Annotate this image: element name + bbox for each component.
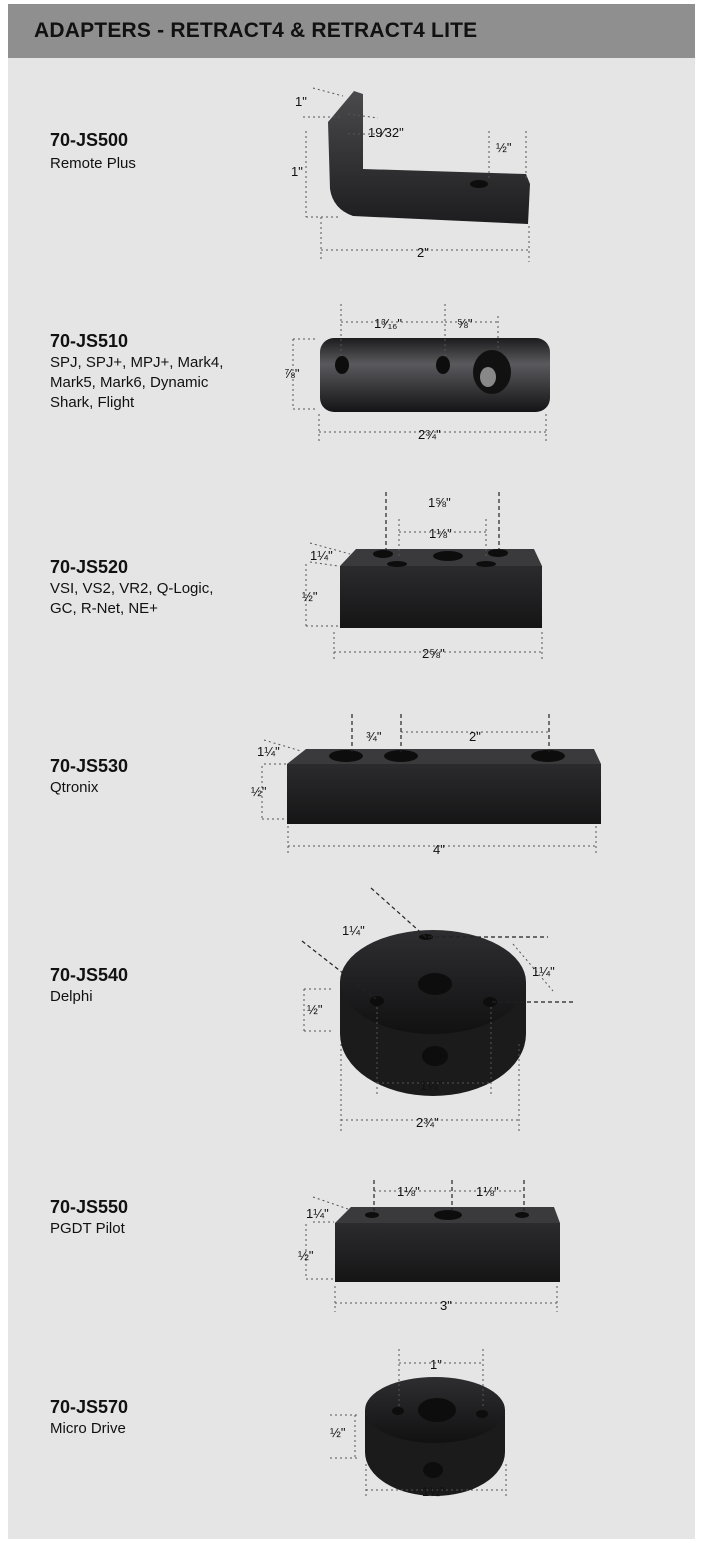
- part-number: 70-JS530: [50, 756, 129, 776]
- adapter-drawing-js550: 1⅛" 1⅛" 1¼" ½" 3": [298, 1180, 560, 1313]
- dimension-label: 19⁄32": [368, 125, 404, 140]
- part-number: 70-JS500: [50, 130, 129, 150]
- part-number: 70-JS510: [50, 331, 129, 351]
- adapter-drawing-js520: 1⅝" 1⅛" 1¼" ½" 2⅝": [302, 492, 543, 661]
- part-number: 70-JS570: [50, 1397, 129, 1417]
- part-number: 70-JS550: [50, 1197, 129, 1217]
- dimension-label: 1¼": [532, 964, 555, 979]
- part-description: Qtronix: [50, 779, 99, 796]
- dimension-label: 1⅛": [397, 1184, 420, 1199]
- part-description: Remote Plus: [50, 155, 136, 172]
- dimension-label: 1¼": [306, 1206, 329, 1221]
- dimension-label: 2⅝": [422, 646, 445, 661]
- dimension-label: ½": [330, 1425, 346, 1440]
- dimension-label: 1¼": [257, 744, 280, 759]
- dimension-label: 1⅝": [428, 495, 451, 510]
- block-shape: [287, 764, 601, 824]
- block-shape: [340, 566, 542, 628]
- adapters-panel: ADAPTERS - RETRACT4 & RETRACT4 LITE 70-J…: [8, 4, 695, 1539]
- bracket-shape: [328, 91, 530, 224]
- dimension-label: ¾": [366, 729, 382, 744]
- dimension-label: 2¾": [416, 1115, 439, 1130]
- dimension-label: 2¾": [418, 427, 441, 442]
- dimension-label: ½": [307, 1002, 323, 1017]
- dimension-label: 1⅛": [429, 526, 452, 541]
- part-number: 70-JS520: [50, 557, 129, 577]
- adapter-drawing-js540: 1¼" 1¼" ½" 1¼" 2¾": [301, 887, 574, 1132]
- part-description: GC, R-Net, NE+: [50, 600, 158, 617]
- part-number: 70-JS540: [50, 965, 129, 985]
- dimension-label: 1½": [422, 1484, 445, 1499]
- dimension-label: ½": [302, 589, 318, 604]
- dimension-label: 1³⁄₁₆": [374, 316, 402, 331]
- page-title: ADAPTERS - RETRACT4 & RETRACT4 LITE: [34, 19, 478, 42]
- dimension-label: ½": [496, 140, 512, 155]
- part-description: VSI, VS2, VR2, Q-Logic,: [50, 580, 214, 597]
- dimension-label: 1¼": [420, 1078, 443, 1093]
- adapter-drawing-js510: 1³⁄₁₆" ⅝" ⅞" 2¾": [284, 304, 550, 444]
- adapter-drawing-js530: ¾" 2" 1¼" ½" 4": [251, 714, 601, 857]
- dimension-label: ⅞": [284, 366, 300, 381]
- part-description: SPJ, SPJ+, MPJ+, Mark4,: [50, 354, 224, 371]
- dimension-label: 1": [291, 164, 303, 179]
- dimension-label: 2": [417, 245, 429, 260]
- dimension-label: 1": [295, 94, 307, 109]
- dimension-label: 3": [440, 1298, 452, 1313]
- dimension-label: 4": [433, 842, 445, 857]
- part-description: Mark5, Mark6, Dynamic: [50, 374, 209, 391]
- dimension-label: ½": [298, 1248, 314, 1263]
- dimension-label: ⅝": [457, 316, 473, 331]
- dimension-label: 1¼": [310, 548, 333, 563]
- part-description: Delphi: [50, 988, 93, 1005]
- adapter-drawing-js570: 1" ½" 1½": [330, 1349, 507, 1499]
- adapter-drawing-js500: 1" 19⁄32" 1" ½" 2": [291, 87, 530, 262]
- dimension-label: 1⅛": [476, 1184, 499, 1199]
- dimension-label: 1¼": [342, 923, 365, 938]
- dimension-label: 2": [469, 729, 481, 744]
- mount-hole: [470, 180, 488, 188]
- dimension-label: 1": [430, 1357, 442, 1372]
- dimension-label: ½": [251, 784, 267, 799]
- section-header: ADAPTERS - RETRACT4 & RETRACT4 LITE: [8, 4, 695, 58]
- part-description: Micro Drive: [50, 1420, 126, 1437]
- part-description: Shark, Flight: [50, 394, 135, 411]
- part-description: PGDT Pilot: [50, 1220, 125, 1237]
- block-shape: [335, 1223, 560, 1282]
